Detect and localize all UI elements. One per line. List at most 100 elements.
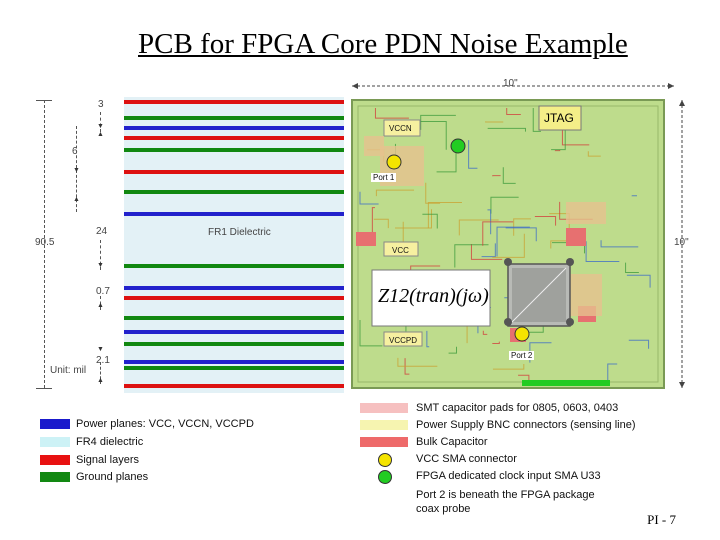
pcb-trace	[375, 189, 415, 197]
stackup-layer-power	[124, 360, 344, 364]
stackup-layer-ground	[124, 148, 344, 152]
pcb-board-figure	[344, 78, 698, 394]
pcb-trace	[373, 218, 389, 229]
pcb-trace	[426, 330, 430, 348]
stackup-layer-power	[124, 212, 344, 216]
pcb-trace	[374, 108, 409, 119]
stackup-layer-ground	[124, 342, 344, 346]
pcb-trace	[626, 274, 651, 288]
pcb-board-svg	[351, 83, 685, 389]
vcc-label: VCC	[392, 246, 409, 255]
pcb-trace	[600, 240, 639, 248]
pcb-trace	[395, 209, 432, 229]
legend-text-bulk-cap: Bulk Capacitor	[416, 436, 488, 448]
vcc-sma-dot-icon	[378, 453, 392, 467]
arrow-down-icon: ▼	[73, 167, 80, 174]
stackup-layer-ground	[124, 316, 344, 320]
arrow-down-icon: ▼	[97, 262, 104, 269]
legend-swatch-signal	[40, 455, 70, 465]
stackup-dielectric	[124, 97, 344, 393]
board-height-label: 10"	[674, 237, 689, 248]
slide-title: PCB for FPGA Core PDN Noise Example	[138, 28, 628, 60]
pcb-trace	[481, 243, 496, 258]
arrow-down-icon: ▼	[97, 346, 104, 353]
pcb-trace	[448, 346, 458, 354]
legend-swatch-bnc	[360, 420, 408, 430]
pcb-trace	[550, 240, 573, 249]
pcb-trace	[468, 140, 478, 169]
legend-text-bnc: Power Supply BNC connectors (sensing lin…	[416, 419, 636, 431]
arrow-up-icon: ▲	[73, 196, 80, 203]
pcb-trace	[427, 202, 462, 229]
pcb-trace	[496, 226, 530, 257]
pcb-trace	[492, 341, 500, 345]
dim-label-2-1: 2.1	[96, 355, 110, 366]
legend-text-smt-pads: SMT capacitor pads for 0805, 0603, 0403	[416, 402, 619, 414]
dim-24-line	[100, 240, 101, 270]
pcb-trace	[397, 357, 438, 367]
pcb-trace	[554, 149, 561, 152]
pcb-trace	[470, 244, 503, 260]
dim-label-6: 6	[72, 146, 78, 157]
pcb-trace	[518, 374, 530, 380]
stackup-layer-ground	[124, 116, 344, 120]
pcb-trace	[485, 121, 504, 123]
total-dim-tick-bottom	[36, 388, 52, 389]
legend-text-coax-probe: coax probe	[416, 503, 471, 515]
pcb-trace	[492, 175, 501, 177]
page-number: PI - 7	[647, 512, 676, 527]
pcb-trace	[411, 121, 447, 150]
legend-swatch-power	[40, 419, 70, 429]
pcb-trace	[487, 127, 526, 132]
pcb-trace	[359, 191, 379, 205]
pcb-trace	[607, 363, 618, 380]
legend-swatch-smt-pads	[360, 403, 408, 413]
stackup-layer-ground	[124, 366, 344, 370]
impedance-formula: Z12(tran)(jω)	[378, 285, 489, 307]
pcb-trace	[502, 167, 516, 184]
legend-text-ground: Ground planes	[76, 471, 149, 483]
pcb-trace	[454, 244, 489, 268]
stackup-layer-signal	[124, 170, 344, 174]
legend-text-signal: Signal layers	[76, 454, 139, 466]
pcb-trace	[490, 196, 519, 214]
pcb-trace	[625, 262, 639, 273]
pcb-trace	[506, 108, 521, 116]
arrow-up-icon: ▲	[97, 377, 104, 384]
arrow-down-icon: ▼	[97, 123, 104, 130]
pcb-trace	[587, 151, 601, 157]
dim-label-3: 3	[98, 99, 104, 110]
stackup-layer-power	[124, 126, 344, 130]
pcb-trace	[551, 129, 566, 151]
clock-sma-dot-icon	[378, 470, 392, 484]
pcb-trace	[532, 108, 541, 132]
legend-text-vcc-sma: VCC SMA connector	[416, 453, 517, 465]
stackup-layer-signal	[124, 100, 344, 104]
legend-swatch-ground	[40, 472, 70, 482]
stackup-layer-power	[124, 330, 344, 334]
legend-text-dielectric: FR4 dielectric	[76, 436, 144, 448]
port2-label: Port 2	[509, 351, 535, 360]
pcb-trace	[458, 219, 499, 236]
total-dim-tick-top	[36, 100, 52, 101]
arrow-up-icon: ▲	[97, 131, 104, 138]
vccn-label: VCCN	[389, 124, 412, 133]
pcb-trace	[359, 319, 383, 347]
pcb-trace	[487, 209, 492, 235]
dim-3-line	[100, 112, 101, 132]
dim-21-line	[100, 362, 101, 384]
pcb-trace	[534, 215, 557, 226]
pcb-trace	[492, 233, 525, 258]
pcb-trace	[422, 213, 438, 229]
stackup-layer-ground	[124, 190, 344, 194]
pcb-trace	[482, 221, 514, 246]
pcb-trace	[482, 330, 488, 335]
pcb-trace	[436, 149, 457, 173]
pcb-trace	[585, 241, 620, 262]
pcb-trace	[420, 114, 456, 130]
pcb-trace	[492, 364, 525, 370]
vccpd-label: VCCPD	[389, 336, 418, 345]
port1-label: Port 1	[371, 173, 397, 182]
stackup-layer-signal	[124, 136, 344, 140]
pcb-trace	[513, 218, 531, 236]
